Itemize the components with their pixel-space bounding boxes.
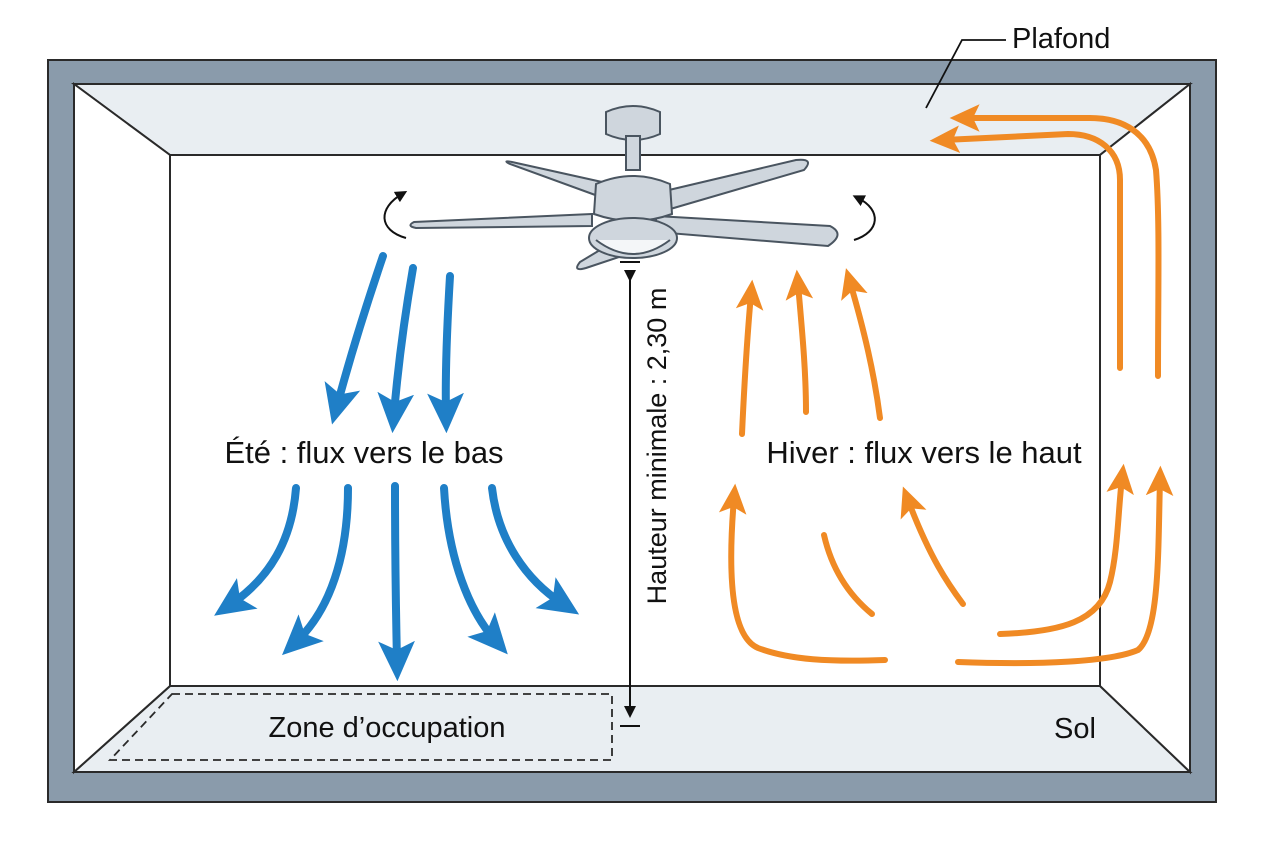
- fan-blade-back-left: [505, 160, 624, 198]
- summer-arrow: [214, 484, 300, 616]
- summer-airflow-arrows: [214, 252, 580, 682]
- fan-motor-housing: [592, 175, 674, 222]
- winter-arrow: [785, 269, 814, 415]
- summer-arrow: [324, 252, 387, 425]
- fan-light-globe: [595, 239, 671, 255]
- rotation-arrow-icon: [383, 190, 408, 239]
- winter-arrow: [929, 125, 1124, 371]
- occupation-zone-outline: [107, 693, 613, 761]
- fan-blade-right: [655, 214, 839, 248]
- ceiling-label: Plafond: [1012, 23, 1110, 55]
- winter-flow-label: Hiver : flux vers le haut: [766, 435, 1082, 470]
- winter-arrow: [735, 279, 764, 437]
- right-wall-surface: [1099, 81, 1191, 775]
- winter-airflow-arrows: [718, 104, 1174, 667]
- summer-arrow: [440, 484, 508, 655]
- winter-arrow: [955, 465, 1174, 667]
- winter-arrow: [997, 463, 1134, 637]
- winter-arrow: [718, 483, 888, 664]
- ceiling-fan-icon: [409, 105, 839, 271]
- winter-arrow: [949, 104, 1162, 379]
- height-dimension-line: [620, 261, 640, 727]
- winter-arrow: [900, 486, 966, 607]
- fan-downrod: [625, 135, 641, 171]
- summer-arrow: [488, 484, 580, 615]
- summer-flow-label: Été : flux vers le bas: [224, 435, 503, 470]
- winter-arrow: [841, 268, 883, 421]
- summer-arrow: [282, 484, 352, 656]
- rotation-arrow-icon: [852, 195, 876, 241]
- summer-arrow: [377, 264, 417, 434]
- min-height-label: Hauteur minimale : 2,30 m: [642, 288, 672, 605]
- fan-blade-left: [409, 212, 593, 230]
- ceiling-callout-leader: [925, 39, 1006, 109]
- left-wall-surface: [73, 82, 171, 775]
- occupation-zone-label: Zone d’occupation: [269, 712, 506, 744]
- winter-arrow: [821, 532, 875, 617]
- floor-label: Sol: [1054, 713, 1096, 745]
- summer-arrow: [378, 482, 415, 682]
- summer-arrow: [427, 272, 464, 434]
- fan-canopy: [605, 105, 661, 141]
- fan-blade-back-right: [650, 158, 810, 214]
